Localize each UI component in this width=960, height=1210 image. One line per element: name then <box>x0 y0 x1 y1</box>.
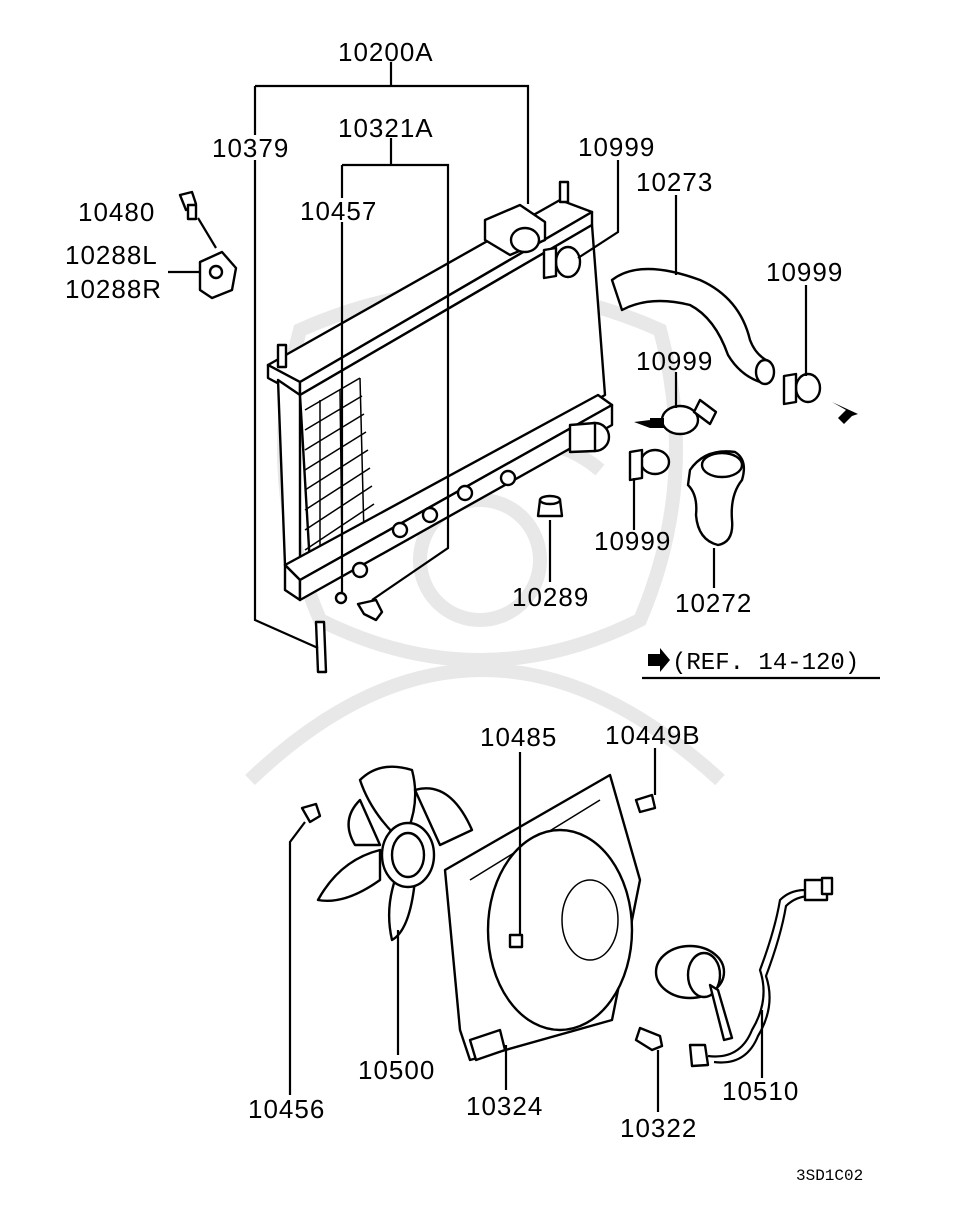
part-labels: 10200A 10379 10321A 10457 10480 10288L 1… <box>65 37 863 1185</box>
arrow-right-icon <box>832 402 858 424</box>
label-10273: 10273 <box>636 167 713 197</box>
label-10510: 10510 <box>722 1076 799 1106</box>
label-10500: 10500 <box>358 1055 435 1085</box>
bolt-10449B <box>634 793 657 814</box>
sensor-10322 <box>634 1026 664 1052</box>
arrow-left-icon <box>634 418 664 428</box>
fan-shroud <box>443 773 642 1062</box>
fan-motor <box>654 944 734 1042</box>
label-10449B: 10449B <box>605 720 701 750</box>
fan-blade <box>316 765 474 942</box>
leader-lines <box>168 62 880 1112</box>
label-10457: 10457 <box>300 196 377 226</box>
reference-link[interactable]: (REF. 14-120) <box>672 650 859 677</box>
lower-hose <box>686 450 746 547</box>
mount-bracket <box>198 250 238 300</box>
label-10485: 10485 <box>480 722 557 752</box>
label-10456: 10456 <box>248 1094 325 1124</box>
label-10289: 10289 <box>512 582 589 612</box>
diagram-code: 3SD1C02 <box>796 1167 863 1185</box>
upper-hose <box>610 267 776 386</box>
wiring-harness <box>688 876 834 1068</box>
label-10999-top: 10999 <box>578 132 655 162</box>
reference-arrow-icon <box>648 648 670 672</box>
label-10480: 10480 <box>78 197 155 227</box>
label-10288L: 10288L <box>65 240 158 270</box>
label-10999-lower: 10999 <box>594 526 671 556</box>
label-10322: 10322 <box>620 1113 697 1143</box>
label-10999-right: 10999 <box>766 257 843 287</box>
label-10379: 10379 <box>212 133 289 163</box>
nut-10456 <box>300 802 322 824</box>
label-10288R: 10288R <box>65 274 162 304</box>
label-10321A: 10321A <box>338 113 434 143</box>
label-10999-middle: 10999 <box>636 346 713 376</box>
hose-clamps <box>542 245 822 482</box>
grommet-10289 <box>536 494 564 518</box>
label-10324: 10324 <box>466 1091 543 1121</box>
label-10200A: 10200A <box>338 37 434 67</box>
bolt-10480 <box>178 190 198 221</box>
label-10272: 10272 <box>675 588 752 618</box>
